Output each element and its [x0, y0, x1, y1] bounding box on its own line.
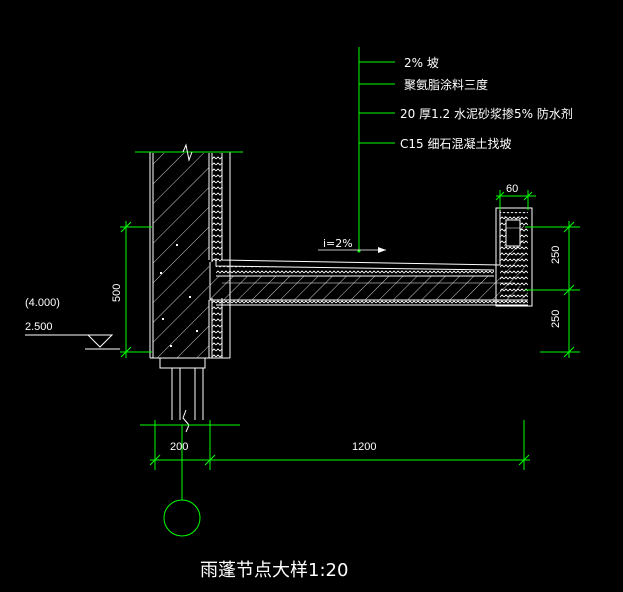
- dim-right-lower: 250: [550, 310, 562, 328]
- dim-right-upper: 250: [550, 246, 562, 264]
- drawing-title: 雨蓬节点大样1:20: [200, 560, 348, 581]
- slope-label: i=2%: [323, 237, 353, 250]
- callout-coating: 聚氨脂涂料三度: [404, 77, 488, 92]
- dimension-bottom: [140, 420, 530, 537]
- callout-leader: [357, 47, 395, 253]
- dim-bottom-wall: 200: [170, 441, 188, 453]
- wall-section: [135, 143, 243, 433]
- dim-left-height: 500: [111, 284, 123, 302]
- callout-slope: 2% 坡: [404, 56, 439, 70]
- elevation-upper: (4.000): [25, 297, 60, 309]
- callout-mortar: 20 厚1.2 水泥砂浆掺5% 防水剂: [400, 106, 573, 121]
- edge-upstand: [495, 207, 533, 307]
- slope-indicator: i=2%: [318, 237, 386, 253]
- dimension-left: [120, 221, 152, 358]
- callout-labels: 2% 坡 聚氨脂涂料三度 20 厚1.2 水泥砂浆掺5% 防水剂 C15 细石混…: [400, 56, 573, 151]
- dim-bottom-canopy: 1200: [352, 441, 376, 453]
- elevation-lower: 2.500: [25, 321, 53, 333]
- dimension-right: [525, 221, 580, 358]
- dim-top-width: 60: [506, 183, 518, 195]
- canopy-slab: [209, 210, 528, 306]
- callout-concrete: C15 细石混凝土找坡: [400, 136, 511, 151]
- elevation-mark: (4.000) 2.500: [25, 297, 120, 350]
- dimension-top: [495, 190, 536, 210]
